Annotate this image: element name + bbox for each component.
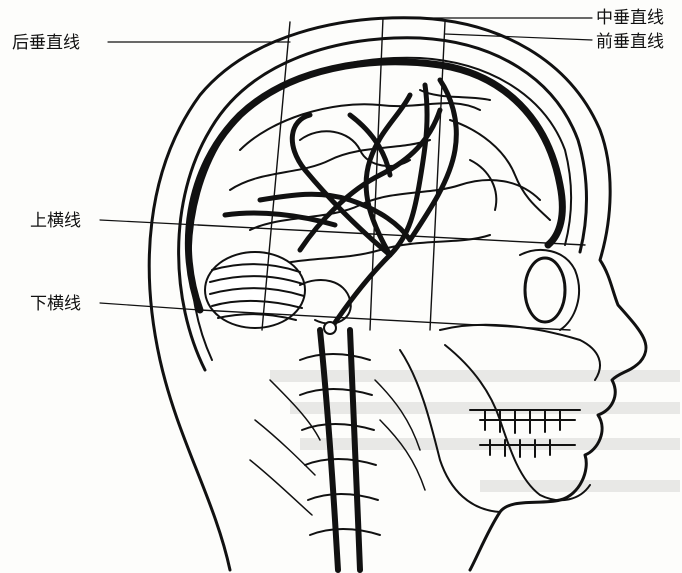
label-posterior-vertical: 后垂直线 bbox=[12, 33, 80, 53]
label-leader-lines bbox=[100, 18, 592, 310]
upper-horizontal-line bbox=[198, 225, 585, 245]
label-anterior-vertical: 前垂直线 bbox=[596, 32, 664, 52]
label-upper-horizontal: 上横线 bbox=[30, 211, 81, 231]
label-middle-vertical: 中垂直线 bbox=[596, 8, 664, 28]
brain-gyri bbox=[230, 90, 550, 270]
leader-anterior-vertical bbox=[445, 34, 592, 40]
anterior-vertical-line bbox=[430, 22, 445, 330]
leader-upper-horizontal bbox=[100, 220, 198, 225]
label-lower-horizontal: 下横线 bbox=[30, 294, 81, 314]
